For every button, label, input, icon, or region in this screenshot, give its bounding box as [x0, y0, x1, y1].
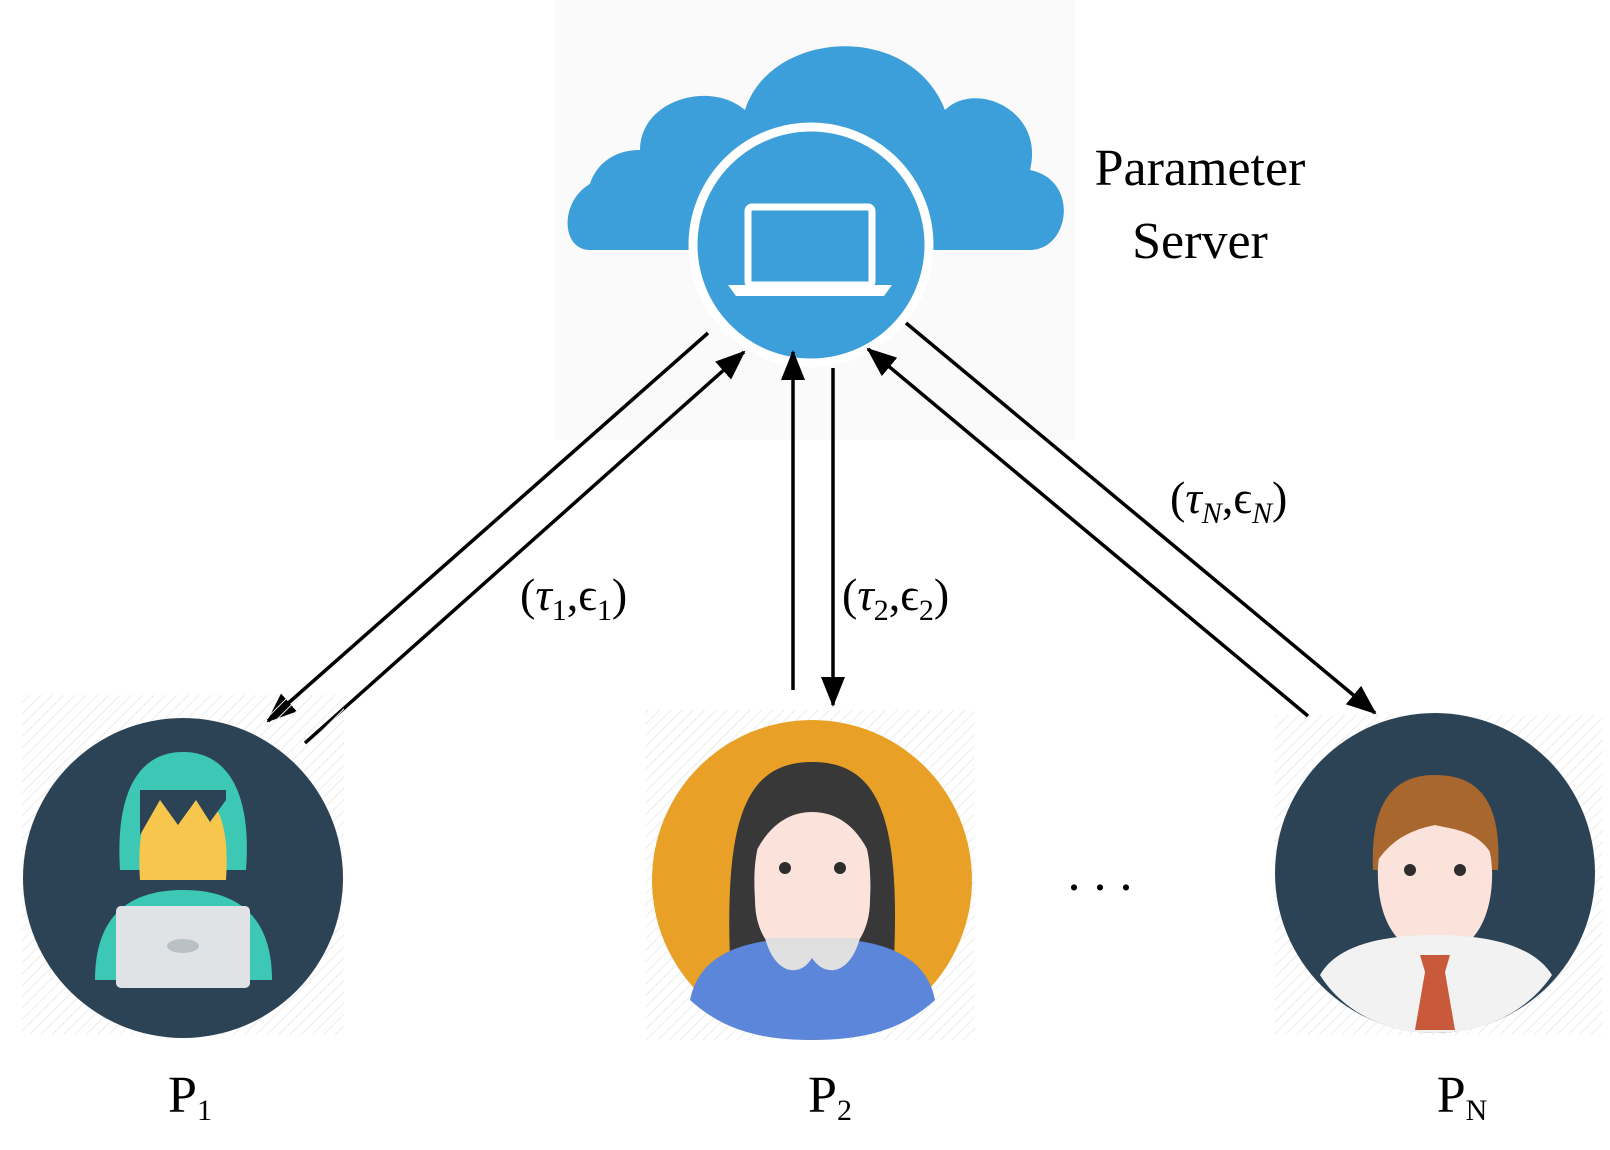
server-label-line2: Server [1132, 213, 1268, 270]
server-label-line1: Parameter [1095, 140, 1306, 197]
arrow-server-to-pn [904, 321, 1377, 715]
message-label-2: (τ2,ϵ2) [842, 569, 949, 627]
epsilon-symbol: ϵ [900, 569, 919, 620]
tau-symbol: τ [535, 569, 553, 620]
epsilon-symbol: ϵ [1233, 472, 1252, 523]
participant-pn: PN [1275, 713, 1603, 1127]
tau-symbol: τ [1185, 472, 1203, 523]
epsilon-symbol: ϵ [578, 569, 597, 620]
laptop-icon [728, 203, 892, 296]
parameter-server: Parameter Server [555, 0, 1305, 440]
p2-label: P2 [808, 1067, 852, 1127]
arrow-p1-to-server [303, 350, 746, 745]
svg-text:(τ1,ϵ1): (τ1,ϵ1) [520, 569, 627, 627]
cloud-icon [567, 46, 1064, 368]
message-label-1: (τ1,ϵ1) [520, 569, 627, 627]
p1-label: P1 [168, 1067, 212, 1127]
arrow-pn-to-server [866, 347, 1310, 718]
tau-symbol: τ [857, 569, 875, 620]
arrows [266, 321, 1377, 745]
hooded-user-laptop-icon [95, 752, 272, 988]
pn-label: PN [1437, 1067, 1488, 1127]
svg-text:(τ2,ϵ2): (τ2,ϵ2) [842, 569, 949, 627]
svg-text:(τN,ϵN): (τN,ϵN) [1170, 472, 1287, 530]
message-label-n: (τN,ϵN) [1170, 472, 1287, 530]
server-circle [688, 122, 934, 368]
male-user-tie-icon [1320, 775, 1552, 1033]
arrow-server-to-p1 [266, 331, 710, 723]
female-user-icon [690, 762, 935, 1040]
participant-p1: P1 [22, 695, 344, 1127]
ellipsis: . . . [1068, 845, 1133, 902]
participant-p2: P2 [645, 710, 975, 1127]
